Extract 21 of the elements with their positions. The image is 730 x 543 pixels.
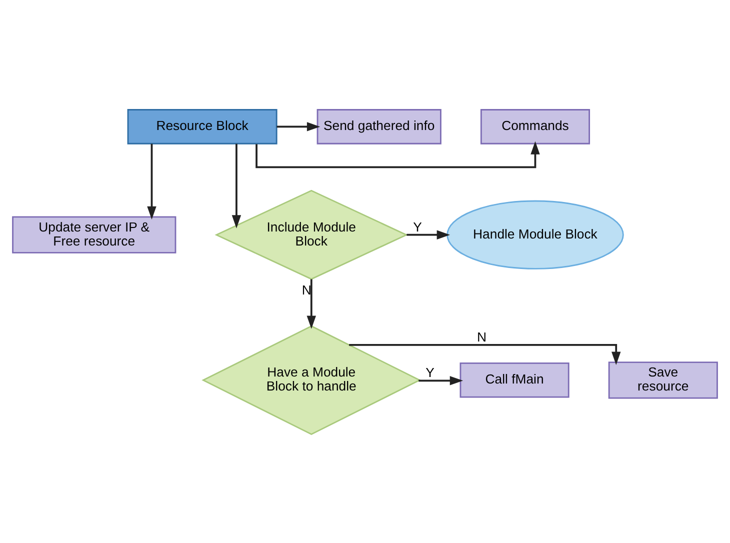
node-box: Resource Block [127, 108, 278, 144]
edge-label: N [302, 282, 312, 297]
edge-label: Y [413, 218, 422, 234]
node-box: Update server IP & Free resource [12, 216, 176, 253]
node-box: Send gathered info [316, 108, 442, 144]
arrow [349, 343, 621, 364]
node-box: Call fMain [460, 362, 570, 398]
arrow [406, 230, 450, 239]
arrow [306, 278, 316, 328]
node-diamond: Have a Module Block to handle [202, 324, 422, 435]
arrow [232, 143, 242, 228]
arrow [147, 143, 156, 220]
node-ellipse: Handle Module Block [446, 200, 624, 269]
node-box: Save resource [608, 361, 718, 398]
arrow [418, 376, 464, 385]
arrow [276, 122, 320, 131]
edge-label: Y [426, 364, 434, 380]
arrow [256, 140, 540, 168]
edge-label: N [477, 328, 487, 344]
node-box: Commands [480, 108, 590, 144]
node-diamond: Include Module Block [214, 189, 408, 280]
